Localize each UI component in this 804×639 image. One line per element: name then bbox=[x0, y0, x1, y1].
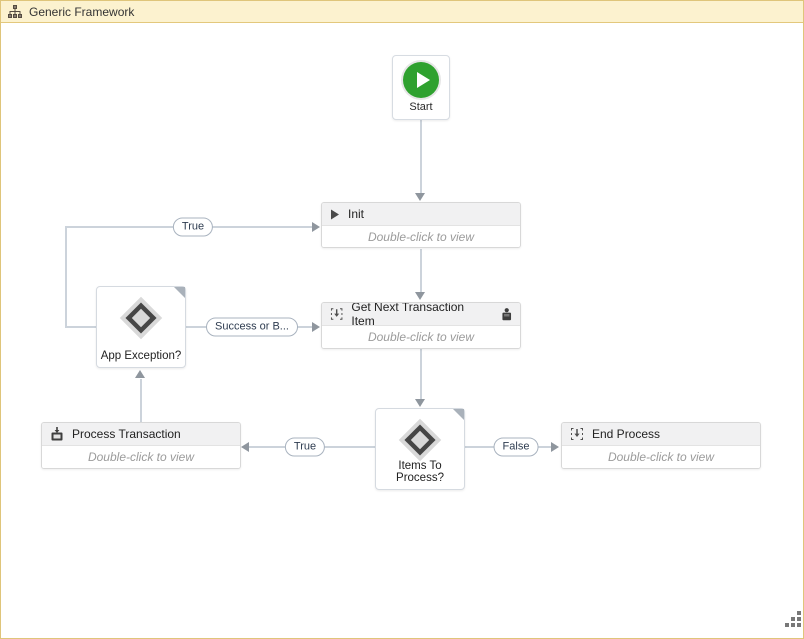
connector-loop-vertical bbox=[65, 226, 67, 328]
title-bar[interactable]: Generic Framework bbox=[1, 1, 803, 23]
node-title: Process Transaction bbox=[72, 427, 181, 441]
decision-label: Items To Process? bbox=[396, 460, 444, 484]
decision-label: App Exception? bbox=[100, 350, 182, 362]
corner-fold-icon bbox=[453, 409, 464, 420]
node-process-header: Process Transaction bbox=[42, 423, 240, 446]
connector-label-true-loop[interactable]: True bbox=[172, 217, 214, 237]
node-get-next-header: Get Next Transaction Item bbox=[322, 302, 520, 328]
node-title: Get Next Transaction Item bbox=[351, 302, 465, 328]
node-get-next-transaction-item[interactable]: Get Next Transaction Item Double-click t… bbox=[321, 302, 521, 349]
connector-label-success[interactable]: Success or B... bbox=[206, 317, 298, 337]
flowchart-canvas[interactable]: True Success or B... True False Start In… bbox=[1, 23, 803, 638]
import-icon bbox=[51, 427, 63, 441]
arrowhead-into-getnext-left bbox=[312, 322, 320, 332]
play-icon bbox=[331, 209, 339, 219]
connector-getnext-items bbox=[420, 349, 422, 399]
node-start[interactable]: Start bbox=[392, 55, 450, 120]
arrowhead-into-init-left bbox=[312, 222, 320, 232]
node-process-body[interactable]: Double-click to view bbox=[42, 446, 240, 468]
connector-process-appexception bbox=[140, 379, 142, 422]
arrowhead-into-appexception bbox=[135, 370, 145, 378]
connector-start-init bbox=[420, 120, 422, 193]
marker-icon[interactable] bbox=[501, 307, 512, 321]
connector-label-false[interactable]: False bbox=[493, 437, 539, 457]
node-end-process[interactable]: End Process Double-click to view bbox=[561, 422, 761, 469]
connector-init-getnext bbox=[420, 249, 422, 292]
arrowhead-into-items bbox=[415, 399, 425, 407]
connector-label-true-items[interactable]: True bbox=[284, 437, 326, 457]
start-label: Start bbox=[409, 101, 433, 113]
corner-fold-icon bbox=[174, 287, 185, 298]
node-get-next-body[interactable]: Double-click to view bbox=[322, 326, 520, 348]
flowchart-icon bbox=[8, 4, 22, 18]
resize-grip[interactable] bbox=[785, 611, 801, 627]
node-title: Init bbox=[348, 207, 365, 221]
node-title: End Process bbox=[592, 427, 661, 441]
node-init-header: Init bbox=[322, 203, 520, 226]
invoke-workflow-icon bbox=[571, 428, 583, 440]
arrowhead-into-process bbox=[241, 442, 249, 452]
start-play-icon bbox=[403, 62, 439, 98]
page-title: Generic Framework bbox=[29, 4, 135, 19]
node-app-exception[interactable]: App Exception? bbox=[96, 286, 186, 368]
node-items-to-process[interactable]: Items To Process? bbox=[375, 408, 465, 490]
arrowhead-into-end bbox=[551, 442, 559, 452]
connector-loop-bottom bbox=[65, 326, 96, 328]
arrowhead-into-getnext bbox=[415, 292, 425, 300]
node-init[interactable]: Init Double-click to view bbox=[321, 202, 521, 248]
arrowhead-into-init bbox=[415, 193, 425, 201]
node-process-transaction[interactable]: Process Transaction Double-click to view bbox=[41, 422, 241, 469]
invoke-workflow-icon bbox=[330, 308, 343, 320]
node-init-body[interactable]: Double-click to view bbox=[322, 226, 520, 247]
node-end-body[interactable]: Double-click to view bbox=[562, 446, 760, 468]
node-end-header: End Process bbox=[562, 423, 760, 446]
